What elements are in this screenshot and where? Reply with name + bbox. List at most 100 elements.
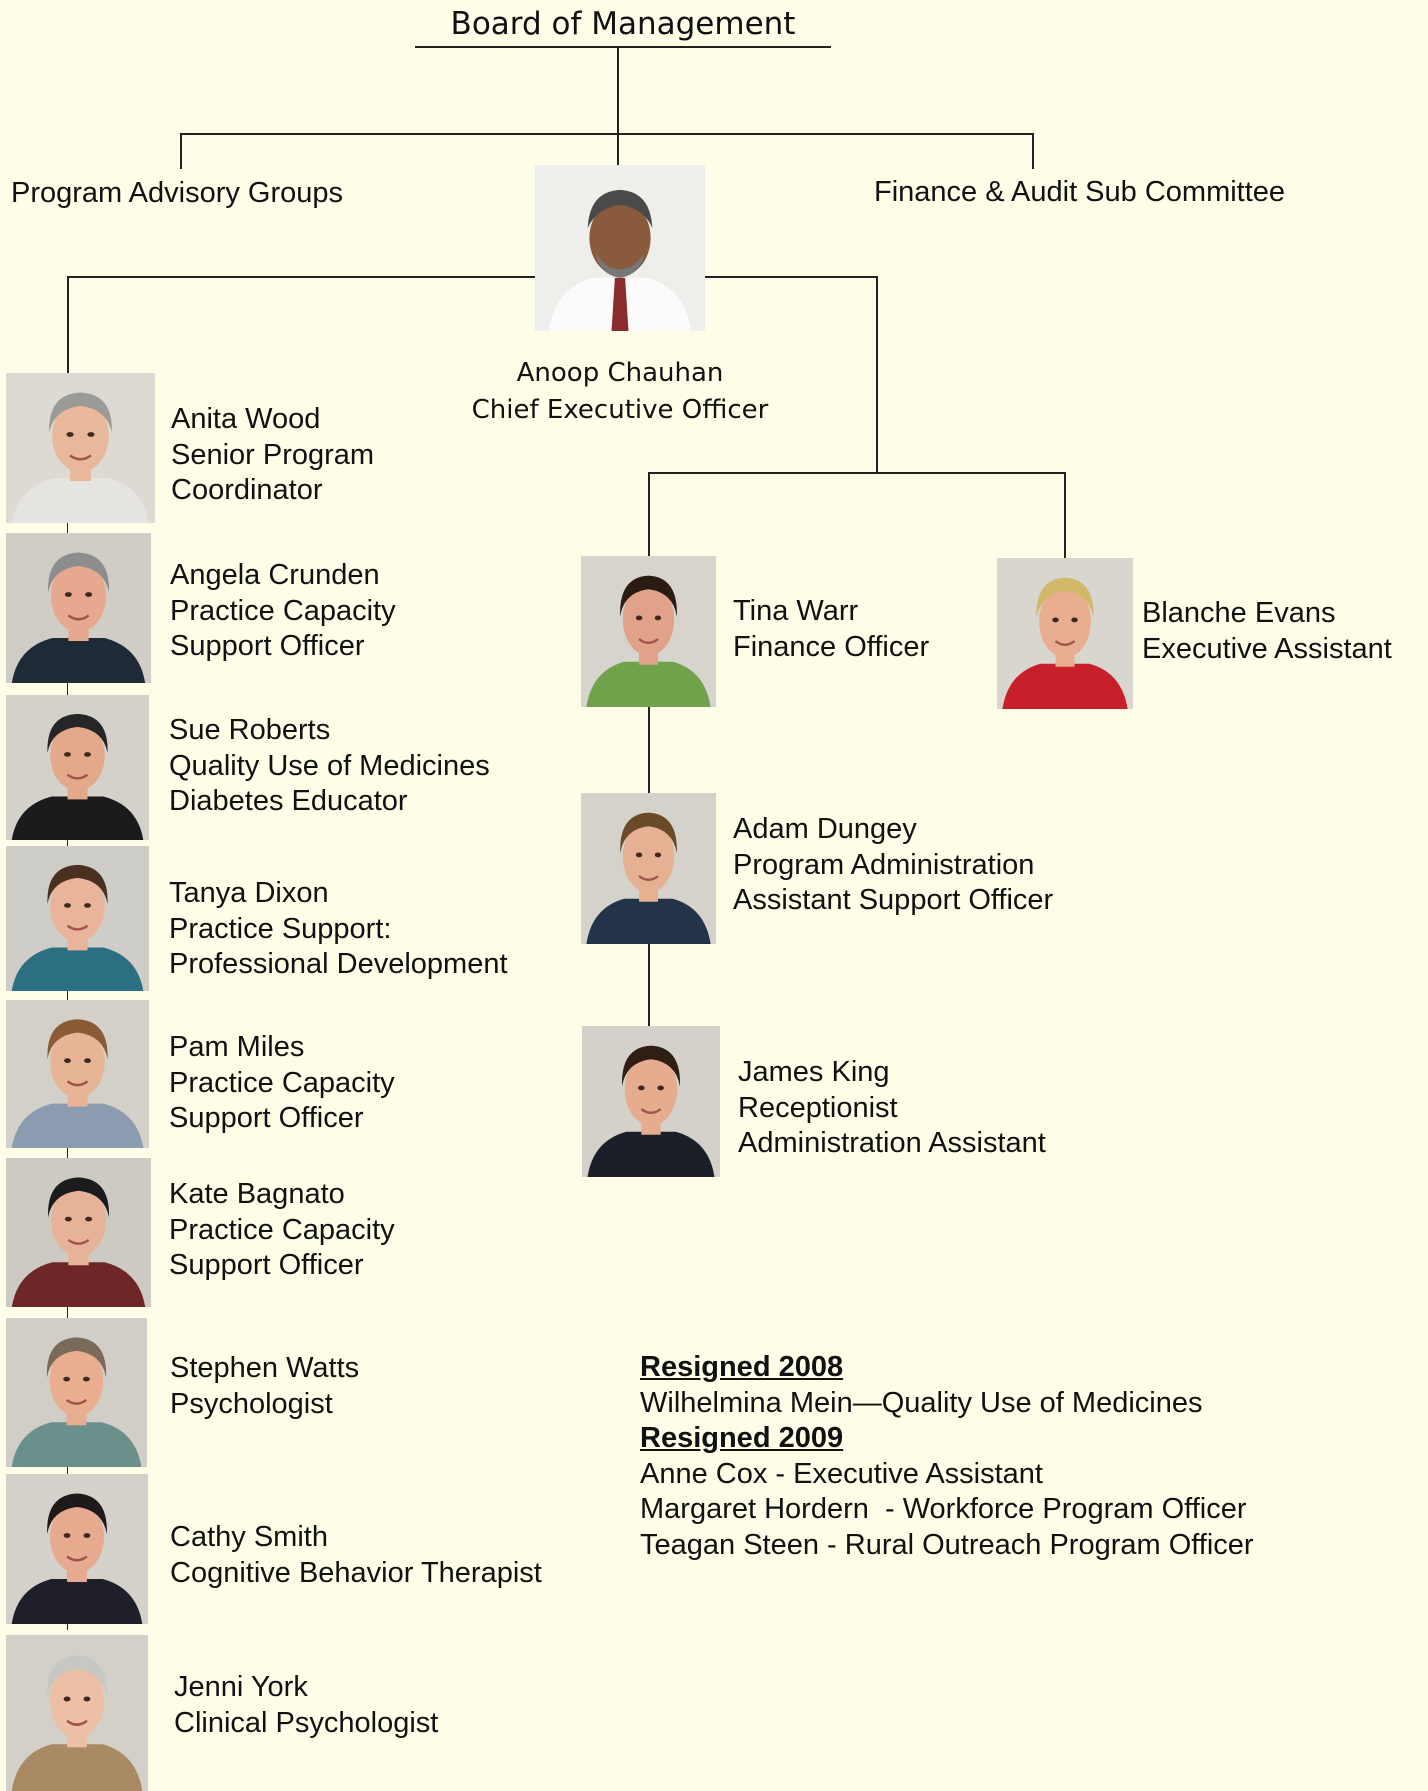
left-staff-photo-7 bbox=[6, 1318, 147, 1467]
resigned-2009-heading: Resigned 2009 bbox=[640, 1422, 844, 1454]
connector-adam-james bbox=[648, 944, 650, 1026]
person-photo-icon bbox=[6, 533, 151, 683]
staff-role-line: Practice Capacity bbox=[169, 1066, 395, 1099]
connector-tina-vertical bbox=[648, 472, 650, 556]
staff-role-line: Practice Support: bbox=[169, 912, 392, 945]
staff-role-line: Finance Officer bbox=[733, 630, 930, 663]
connector-left-column-top bbox=[67, 276, 69, 375]
staff-role-line: Clinical Psychologist bbox=[174, 1706, 439, 1739]
left-staff-photo-2 bbox=[6, 533, 151, 683]
person-photo-icon bbox=[6, 846, 149, 991]
left-staff-photo-4 bbox=[6, 846, 149, 991]
staff-role-line: Executive Assistant bbox=[1142, 632, 1392, 665]
finance-audit-committee-label: Finance & Audit Sub Committee bbox=[874, 176, 1286, 208]
person-photo-icon bbox=[6, 1474, 148, 1624]
connector-tina-adam bbox=[648, 707, 650, 793]
staff-name: Blanche Evans bbox=[1142, 597, 1336, 629]
left-staff-photo-3 bbox=[6, 695, 149, 840]
connector-committees-horizontal bbox=[180, 133, 1034, 135]
resigned-2009-item-2: Margaret Hordern - Workforce Program Off… bbox=[640, 1493, 1247, 1525]
person-photo-icon bbox=[582, 1026, 720, 1177]
ceo-photo bbox=[535, 165, 705, 331]
staff-role-line: Professional Development bbox=[169, 948, 508, 980]
staff-role-line: Program Administration bbox=[733, 848, 1035, 881]
staff-role-line: Senior Program bbox=[171, 438, 375, 471]
connector-ceo-left-horizontal bbox=[67, 276, 535, 278]
resigned-2009-item-3: Teagan Steen - Rural Outreach Program Of… bbox=[640, 1528, 1254, 1561]
staff-name: Jenni York bbox=[174, 1671, 308, 1703]
left-staff-photo-6 bbox=[6, 1158, 151, 1307]
person-photo-icon bbox=[6, 1158, 151, 1307]
staff-role-line: Practice Capacity bbox=[169, 1213, 395, 1246]
staff-role-line: Quality Use of Medicines bbox=[169, 749, 490, 782]
connector-blanche-vertical bbox=[1064, 472, 1066, 558]
staff-role-line: Support Officer bbox=[169, 1249, 364, 1281]
staff-name: Cathy Smith bbox=[170, 1521, 328, 1553]
staff-name: Angela Crunden bbox=[170, 559, 380, 591]
connector-board-vertical bbox=[617, 48, 619, 165]
person-photo-icon bbox=[581, 793, 716, 944]
ceo-name: Anoop Chauhan bbox=[516, 358, 724, 388]
resigned-2008-heading: Resigned 2008 bbox=[640, 1351, 844, 1383]
person-photo-icon bbox=[997, 558, 1133, 709]
staff-role-line: Receptionist bbox=[738, 1091, 898, 1124]
ceo-role: Chief Executive Officer bbox=[471, 395, 769, 425]
staff-role-line: Psychologist bbox=[170, 1387, 333, 1420]
connector-ceo-right-horizontal bbox=[705, 276, 878, 278]
program-advisory-groups-label: Program Advisory Groups bbox=[11, 177, 344, 209]
board-of-management-title: Board of Management bbox=[450, 6, 796, 42]
staff-name: James King bbox=[738, 1056, 890, 1088]
left-staff-photo-9 bbox=[6, 1635, 148, 1791]
staff-name: Sue Roberts bbox=[169, 714, 331, 746]
ceo-label: Anoop Chauhan Chief Executive Officer bbox=[470, 355, 770, 429]
person-photo-icon bbox=[6, 1318, 147, 1467]
left-staff-photo-5 bbox=[6, 1000, 149, 1148]
connector-right-committee bbox=[1032, 133, 1034, 169]
person-photo-icon bbox=[6, 695, 149, 840]
resigned-2008-item-1: Wilhelmina Mein—Quality Use of Medicines bbox=[640, 1386, 1203, 1419]
connector-right-branch-horizontal bbox=[648, 472, 1066, 474]
staff-role-line: Support Officer bbox=[169, 1102, 364, 1134]
left-staff-photo-8 bbox=[6, 1474, 148, 1624]
person-photo-icon bbox=[535, 165, 705, 331]
staff-name: Pam Miles bbox=[169, 1031, 305, 1063]
person-photo-icon bbox=[6, 373, 155, 523]
left-staff-photo-1 bbox=[6, 373, 155, 523]
right-staff-photo-3 bbox=[581, 793, 716, 944]
resigned-2009-item-1: Anne Cox - Executive Assistant bbox=[640, 1457, 1043, 1490]
staff-role-line: Assistant Support Officer bbox=[733, 884, 1054, 916]
resigned-section: Resigned 2008 Wilhelmina Mein—Quality Us… bbox=[640, 1350, 1254, 1563]
staff-name: Kate Bagnato bbox=[169, 1178, 345, 1210]
staff-role-line: Practice Capacity bbox=[170, 594, 396, 627]
staff-name: Anita Wood bbox=[171, 403, 321, 435]
staff-role-line: Diabetes Educator bbox=[169, 785, 408, 817]
connector-ceo-right-vertical bbox=[876, 276, 878, 474]
right-staff-photo-1 bbox=[581, 556, 716, 707]
person-photo-icon bbox=[6, 1635, 148, 1791]
staff-name: Stephen Watts bbox=[170, 1352, 360, 1384]
staff-role-line: Administration Assistant bbox=[738, 1127, 1046, 1159]
connector-left-committee bbox=[180, 133, 182, 169]
right-staff-photo-2 bbox=[997, 558, 1133, 709]
staff-name: Adam Dungey bbox=[733, 813, 917, 845]
person-photo-icon bbox=[6, 1000, 149, 1148]
right-staff-photo-4 bbox=[582, 1026, 720, 1177]
board-underline bbox=[415, 46, 831, 48]
staff-role-line: Support Officer bbox=[170, 630, 365, 662]
person-photo-icon bbox=[581, 556, 716, 707]
staff-name: Tanya Dixon bbox=[169, 877, 329, 909]
staff-role-line: Cognitive Behavior Therapist bbox=[170, 1556, 542, 1589]
staff-role-line: Coordinator bbox=[171, 474, 323, 506]
